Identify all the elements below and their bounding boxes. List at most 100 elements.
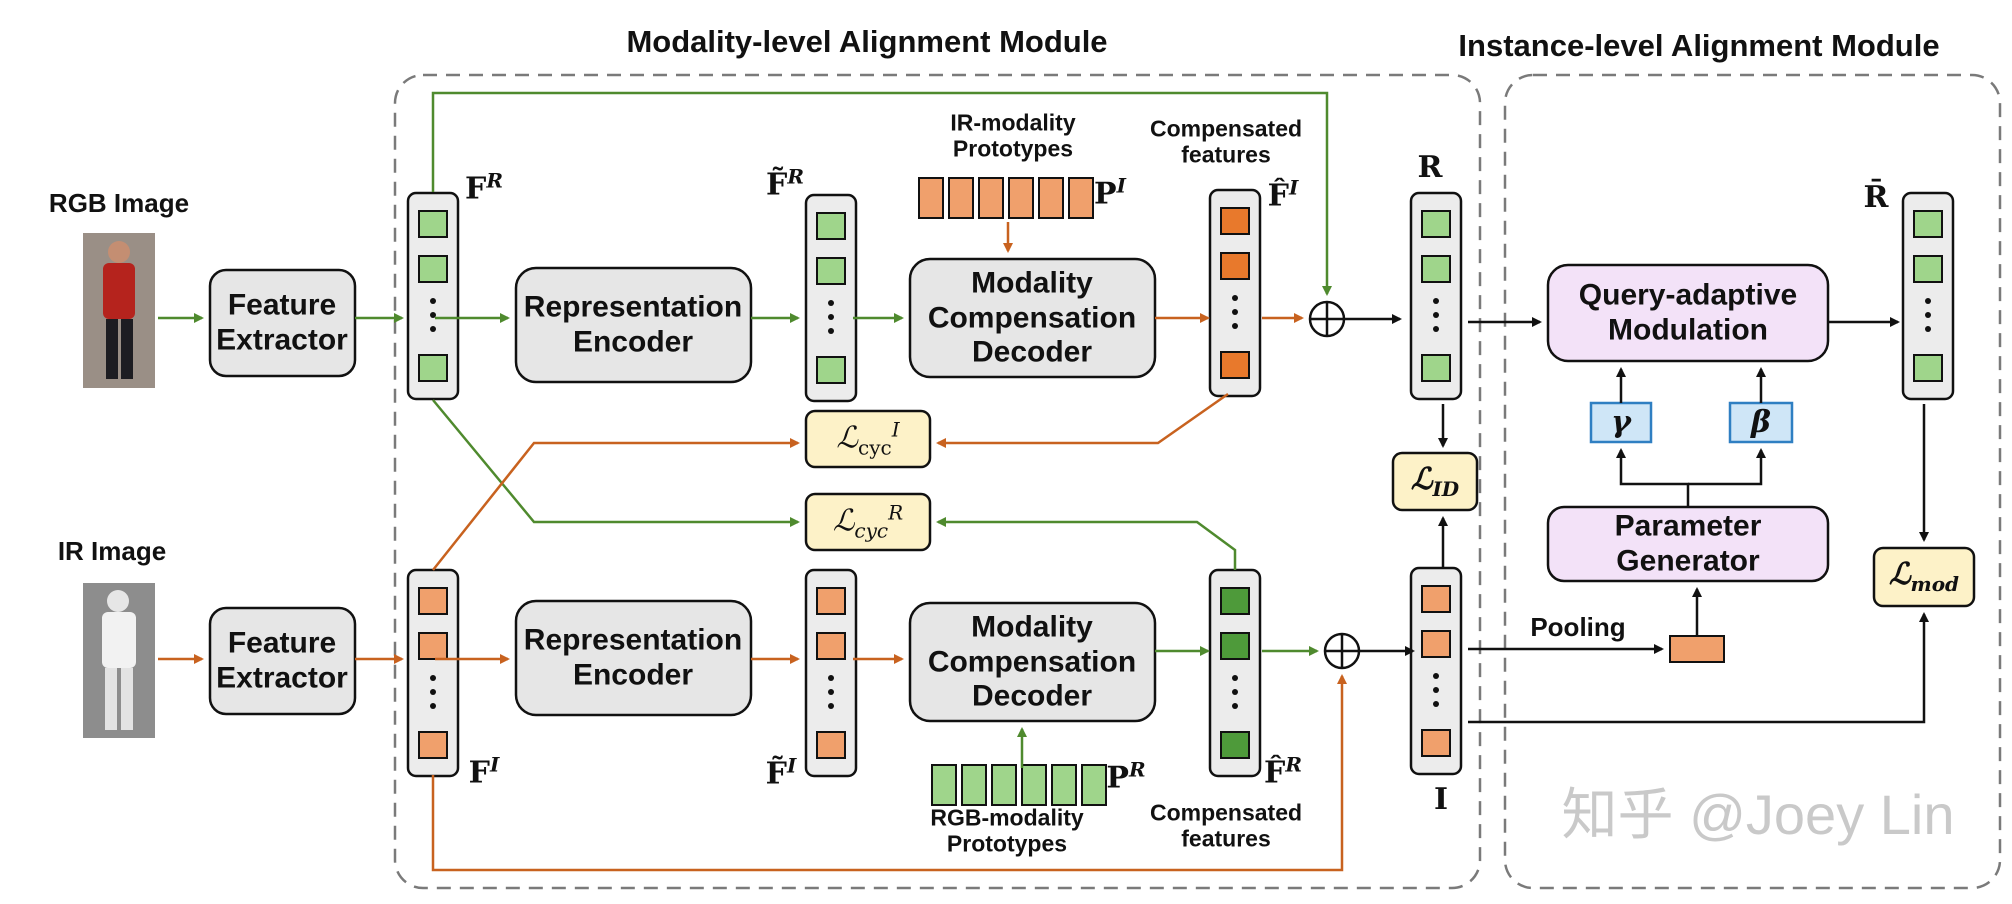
feature-cell: [816, 257, 846, 285]
feature-cell: [816, 212, 846, 240]
ellipsis-dot: [430, 298, 436, 304]
feature-extractor-rgb: [208, 268, 357, 378]
instance-module-title: Instance-level Alignment Module: [1458, 28, 1940, 64]
column-FR: [406, 191, 460, 401]
representation-encoder-rgb: [514, 266, 753, 384]
rgb-person-image: [83, 233, 155, 388]
sum-node-ir: [1323, 632, 1361, 670]
feature-cell: [1220, 207, 1250, 235]
pooled-feature: [1669, 635, 1725, 663]
ellipsis-dot: [1433, 701, 1439, 707]
symbol-Rbar: R̄: [1863, 179, 1889, 215]
ellipsis-dot: [828, 689, 834, 695]
loss-id-label: ℒID: [1410, 462, 1460, 501]
feature-cell: [418, 731, 448, 759]
pooling-label: Pooling: [1530, 612, 1626, 643]
column-FtildeI: [804, 568, 858, 778]
feature-cell: [1421, 630, 1451, 658]
feature-cell: [1421, 729, 1451, 757]
ellipsis-dot: [1232, 295, 1238, 301]
prototype-rows: [918, 177, 1107, 806]
ellipsis-dot: [1232, 309, 1238, 315]
loss-cyc-r-label: ℒcycR: [832, 500, 904, 543]
ir-prototypes-row: [918, 177, 1094, 219]
feature-cell: [816, 356, 846, 384]
ellipsis-dot: [828, 328, 834, 334]
feature-cell: [1421, 210, 1451, 238]
loss-mod-box: [1872, 546, 1976, 608]
ellipsis-dot: [828, 300, 834, 306]
ellipsis-dot: [1232, 675, 1238, 681]
ellipsis-dot: [1232, 689, 1238, 695]
ellipsis-dot: [1232, 323, 1238, 329]
feature-cell: [1220, 587, 1250, 615]
loss-cyc-i-box: [804, 409, 932, 469]
symbol-FhatR: F̂R: [1264, 752, 1302, 791]
prototype-cell: [1051, 764, 1077, 806]
prototype-cell: [1038, 177, 1064, 219]
symbol-R: R: [1417, 149, 1443, 185]
feature-cell: [418, 632, 448, 660]
feature-cell: [1220, 632, 1250, 660]
loss-mod-label: ℒmod: [1888, 557, 1960, 596]
arrow-FR-skip: [431, 91, 1332, 296]
feature-cell: [1220, 731, 1250, 759]
loss-cyc-i-label: ℒcycI: [836, 417, 900, 460]
ellipsis-dot: [828, 675, 834, 681]
instance-module-frame: [1503, 73, 2002, 890]
arrow-pg-split: [1616, 448, 1690, 507]
prototype-cell: [1008, 177, 1034, 219]
feature-cell: [418, 354, 448, 382]
arrow-FR-to-lcyc-r: [432, 399, 800, 527]
feature-extractor-ir: [208, 606, 357, 716]
prototype-cell: [931, 764, 957, 806]
modality-compensation-decoder-ir: [908, 601, 1157, 723]
ellipsis-dot: [1925, 312, 1931, 318]
symbol-FhatI: F̂I: [1267, 175, 1299, 214]
column-FhatR: [1208, 568, 1262, 778]
symbol-FtildeI: F̃I: [765, 753, 797, 792]
arrow-I-to-lmod: [1468, 612, 1929, 724]
ellipsis-dot: [1925, 298, 1931, 304]
prototype-cell: [991, 764, 1017, 806]
feature-cell: [1913, 210, 1943, 238]
sum-node-rgb: [1308, 300, 1346, 338]
prototype-cell: [961, 764, 987, 806]
feature-cell: [1421, 585, 1451, 613]
prototype-cell: [1068, 177, 1094, 219]
prototype-cell: [918, 177, 944, 219]
prototype-cell: [978, 177, 1004, 219]
ellipsis-dot: [1433, 687, 1439, 693]
symbol-FI: FI: [468, 752, 500, 791]
ellipsis-dot: [430, 689, 436, 695]
arrow-FI-to-lcyc-i: [432, 438, 800, 571]
feature-cell: [816, 632, 846, 660]
feature-cell: [418, 587, 448, 615]
ellipsis-dot: [1925, 326, 1931, 332]
symbol-FtildeR: F̃R: [766, 164, 804, 203]
query-adaptive-modulation: [1546, 263, 1830, 363]
modality-module-frame: [393, 73, 1482, 890]
arrow-pg-to-beta: [1688, 448, 1766, 486]
ellipsis-dot: [1433, 673, 1439, 679]
ir-person-image: [83, 583, 155, 738]
feature-cell: [1913, 255, 1943, 283]
watermark: 知乎 @Joey Lin: [1561, 782, 1955, 846]
prototype-cell: [948, 177, 974, 219]
prototype-cell: [1081, 764, 1107, 806]
feature-columns: [406, 188, 1955, 778]
ellipsis-dot: [1433, 326, 1439, 332]
feature-cell: [418, 210, 448, 238]
arrow-FhatI-to-lcyc-i: [936, 392, 1229, 448]
